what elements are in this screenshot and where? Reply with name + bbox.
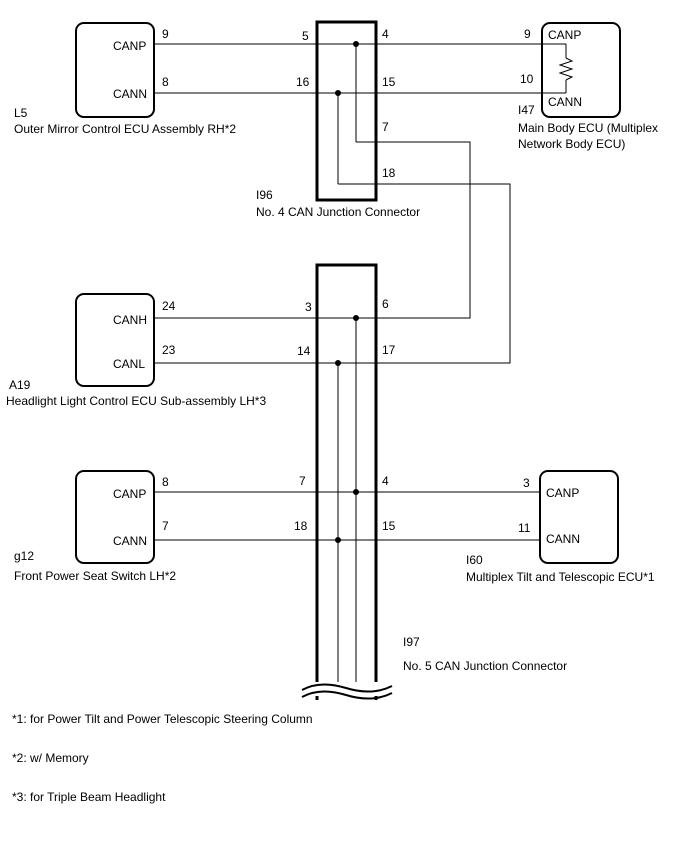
i97-pin-4: 4 (382, 474, 389, 488)
i47-name-line1: Main Body ECU (Multiplex (518, 121, 658, 135)
a19-terminal-b: 23 (162, 343, 176, 357)
l5-terminal-b: 8 (162, 75, 169, 89)
a19-pin-canl: CANL (113, 357, 145, 371)
i60-code: I60 (466, 553, 483, 567)
i96-name: No. 4 CAN Junction Connector (256, 205, 420, 219)
g12-name: Front Power Seat Switch LH*2 (14, 569, 176, 583)
i97-pin-3: 3 (305, 300, 312, 314)
i60-terminal-a: 3 (523, 476, 530, 490)
g12-terminal-a: 8 (162, 475, 169, 489)
i96-code: I96 (256, 188, 273, 202)
i97-pin-17: 17 (382, 343, 396, 357)
i97-pin-6: 6 (382, 297, 389, 311)
i96-pin-18: 18 (382, 166, 396, 180)
l5-pin-canp: CANP (113, 39, 146, 53)
g12-switch-box (75, 470, 155, 564)
g12-pin-canp: CANP (113, 487, 146, 501)
a19-code: A19 (9, 378, 31, 392)
i47-code: I47 (518, 103, 535, 117)
i96-junction-connector (315, 20, 378, 202)
splice-dot (353, 41, 359, 47)
splice-dot (353, 315, 359, 321)
i47-name-line2: Network Body ECU) (518, 137, 625, 151)
i60-terminal-b: 11 (518, 521, 531, 535)
splice-dot (335, 360, 341, 366)
i97-pin-18: 18 (294, 519, 308, 533)
l5-terminal-a: 9 (162, 27, 169, 41)
i96-pin-7: 7 (382, 120, 389, 134)
i60-pin-canp: CANP (546, 486, 579, 500)
a19-ecu-box (75, 293, 155, 387)
note-3: *3: for Triple Beam Headlight (12, 790, 166, 804)
i97-name: No. 5 CAN Junction Connector (403, 659, 567, 673)
i47-terminal-b: 10 (520, 72, 534, 86)
i96-pin-15: 15 (382, 75, 396, 89)
i97-pin-14: 14 (297, 344, 311, 358)
splice-dot (335, 90, 341, 96)
i96-pin-4: 4 (382, 27, 389, 41)
i60-pin-cann: CANN (546, 532, 580, 546)
i96-pin-5: 5 (302, 29, 309, 43)
i97-junction-connector (315, 263, 378, 700)
wire-i96-7-to-i97-6 (356, 141, 471, 319)
wire-i96-18-to-i97-17 (338, 183, 511, 364)
g12-terminal-b: 7 (162, 519, 169, 533)
splice-dot (335, 537, 341, 543)
a19-terminal-a: 24 (162, 299, 176, 313)
i97-break-mark (300, 682, 395, 700)
l5-code: L5 (14, 106, 28, 120)
a19-name: Headlight Light Control ECU Sub-assembly… (6, 394, 266, 408)
splice-dots (335, 41, 359, 543)
i96-pin-16: 16 (296, 75, 310, 89)
note-2: *2: w/ Memory (12, 751, 89, 765)
i60-name: Multiplex Tilt and Telescopic ECU*1 (466, 570, 655, 584)
i47-termination-resistor-icon (542, 43, 574, 94)
a19-pin-canh: CANH (113, 313, 147, 327)
splice-dot (353, 489, 359, 495)
note-1: *1: for Power Tilt and Power Telescopic … (12, 712, 313, 726)
g12-code: g12 (14, 549, 34, 563)
i97-pin-15: 15 (382, 519, 396, 533)
l5-pin-cann: CANN (113, 87, 147, 101)
i47-terminal-a: 9 (524, 27, 531, 41)
i47-pin-cann: CANN (548, 95, 582, 109)
g12-pin-cann: CANN (113, 534, 147, 548)
i47-pin-canp: CANP (548, 28, 581, 42)
l5-name: Outer Mirror Control ECU Assembly RH*2 (14, 122, 236, 136)
i97-code: I97 (403, 635, 420, 649)
l5-ecu-box (75, 22, 155, 118)
i97-pin-7: 7 (299, 474, 306, 488)
i60-ecu-box (539, 470, 619, 564)
